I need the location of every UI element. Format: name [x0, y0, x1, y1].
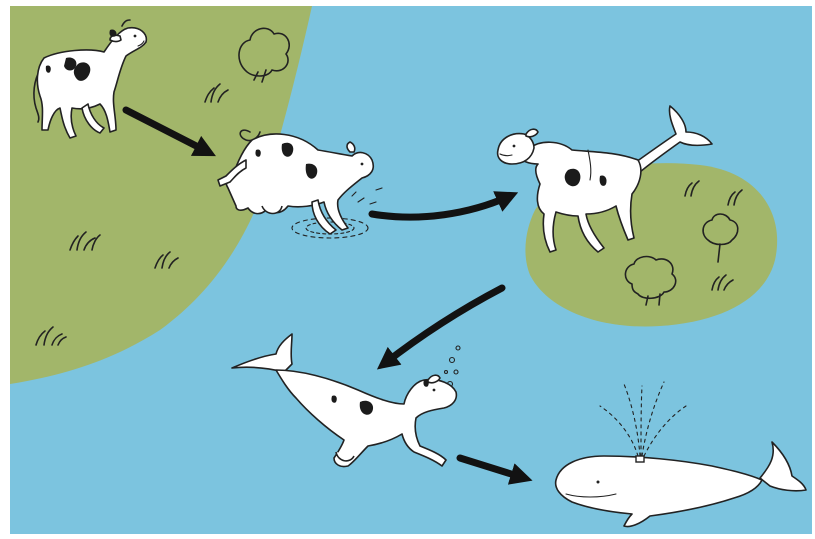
- diagram-canvas: [10, 6, 812, 534]
- diagram-frame: [10, 6, 812, 534]
